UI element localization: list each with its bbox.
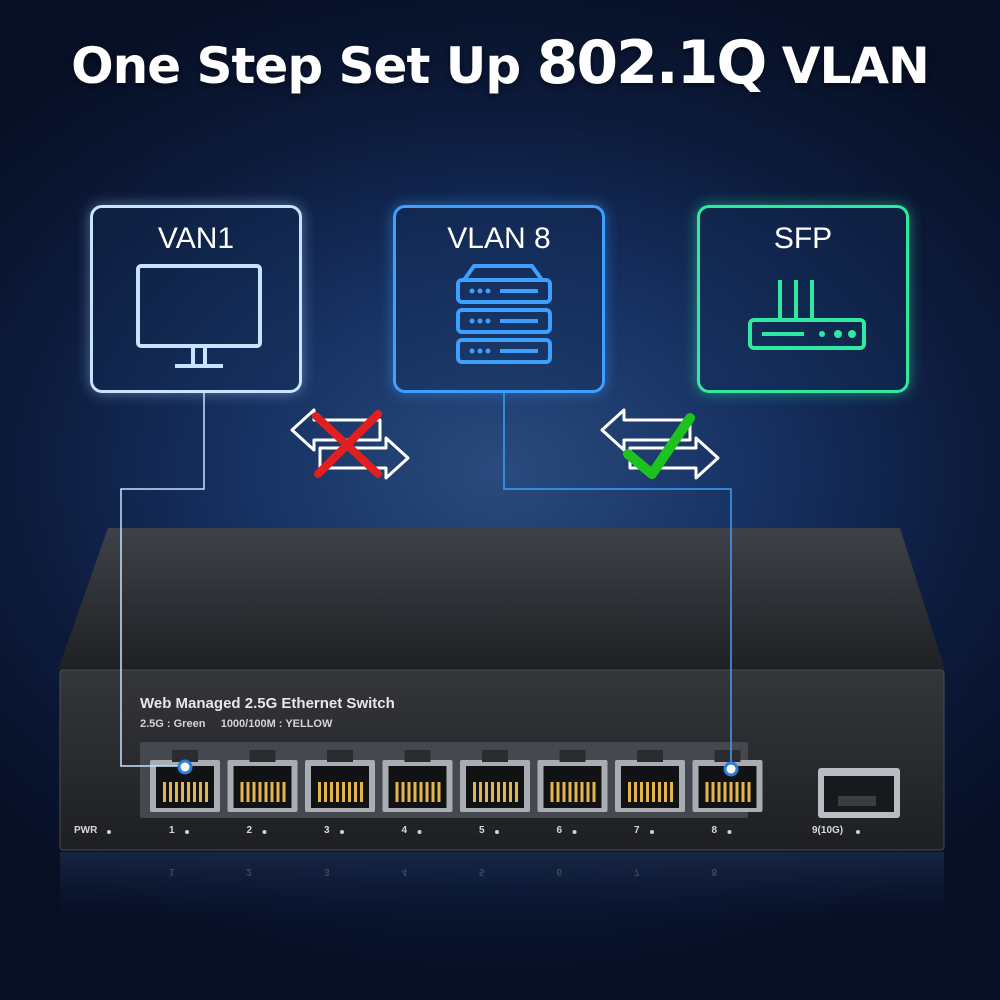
switch-model-label: Web Managed 2.5G Ethernet Switch: [140, 695, 395, 712]
switch-top-panel: [58, 528, 945, 670]
box-sfp-label: SFP: [773, 222, 833, 255]
sfp-port: [818, 768, 900, 818]
port-led-3: [340, 830, 344, 834]
port-group: [150, 750, 763, 812]
port-label-reflection: 8: [711, 866, 718, 877]
port-label-7: 7: [634, 825, 640, 836]
rj45-port-4: [382, 750, 453, 812]
rj45-port-2: [227, 750, 298, 812]
box-van1: VAN1: [90, 205, 302, 393]
pwr-led: [107, 830, 111, 834]
port-label-1: 1: [169, 825, 175, 836]
box-vlan8-label: VLAN 8: [447, 222, 551, 255]
port-label-reflection: 5: [479, 866, 485, 877]
link-line-vlan8: [503, 393, 732, 766]
port-label-8: 8: [711, 825, 718, 836]
port-label-reflection: 2: [246, 866, 253, 877]
link-line-van1: [120, 393, 205, 767]
headline-part2: 802.1Q: [536, 28, 768, 98]
server-icon: [456, 264, 552, 364]
headline-part3: VLAN: [781, 37, 930, 95]
port-label-5: 5: [479, 825, 485, 836]
port-label-2: 2: [246, 825, 253, 836]
port-led-5: [495, 830, 499, 834]
monitor-icon: [136, 264, 262, 368]
sfp-led: [856, 830, 860, 834]
box-vlan8: VLAN 8: [393, 205, 605, 393]
port-led-2: [262, 830, 267, 834]
box-van1-label: VAN1: [157, 222, 235, 255]
router-icon: [748, 280, 866, 350]
port-1-dot: [177, 759, 193, 775]
port-label-6: 6: [556, 825, 563, 836]
rj45-port-5: [460, 750, 530, 812]
port-led-6: [572, 830, 577, 834]
headline: One Step Set Up 802.1Q VLAN: [0, 28, 1000, 98]
port-8-dot: [723, 761, 739, 777]
port-label-reflection: 3: [324, 866, 330, 877]
switch-led-legend: 2.5G : Green 1000/100M : YELLOW: [140, 718, 333, 730]
pwr-label: PWR: [74, 825, 98, 836]
port-label-reflection: 1: [169, 866, 175, 877]
port-leds: [185, 830, 860, 834]
port-label-reflection: 6: [556, 866, 563, 877]
rj45-port-3: [305, 750, 375, 812]
headline-part1: One Step Set Up: [71, 37, 521, 95]
port-led-4: [417, 830, 422, 834]
port-label-3: 3: [324, 825, 330, 836]
sfp-port-label: 9(10G): [812, 825, 844, 836]
rj45-port-6: [537, 750, 608, 812]
port-led-1: [185, 830, 189, 834]
port-label-4: 4: [401, 825, 408, 836]
switch-reflection: [60, 852, 944, 922]
port-label-reflection: 4: [401, 866, 408, 877]
port-label-reflection: 7: [634, 866, 640, 877]
box-sfp: SFP: [697, 205, 909, 393]
rj45-port-7: [615, 750, 685, 812]
port-led-8: [727, 830, 732, 834]
port-led-7: [650, 830, 654, 834]
